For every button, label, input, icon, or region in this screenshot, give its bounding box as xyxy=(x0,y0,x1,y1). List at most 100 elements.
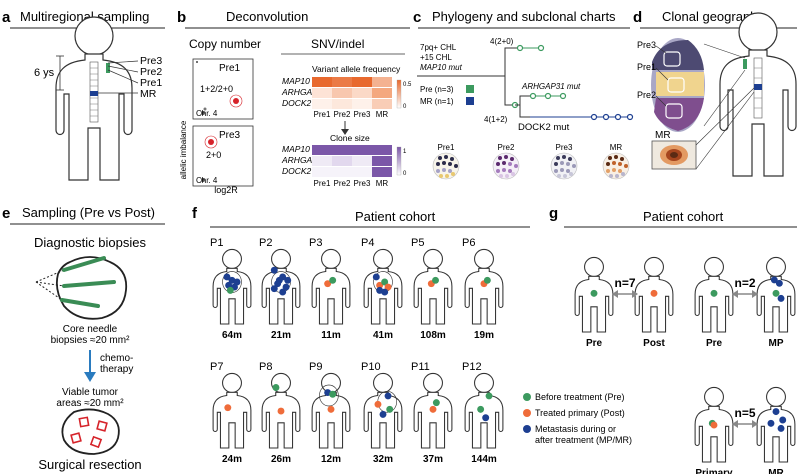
sample-dot xyxy=(432,399,440,407)
node-top: 4(2+0) xyxy=(490,37,514,46)
x-axis-label: log2R xyxy=(214,185,238,195)
follow-up-time: 37m xyxy=(423,454,443,465)
patient-id: P6 xyxy=(462,237,475,249)
sample-dot xyxy=(650,289,658,297)
legend-post-dot xyxy=(523,409,531,417)
vaf-gene-2: ARHGAP31 xyxy=(281,87,328,97)
sample-dot xyxy=(779,416,787,424)
sample-dot xyxy=(777,294,785,302)
sample-dot xyxy=(226,286,234,294)
chart-label-pre1: Pre1 xyxy=(438,143,455,152)
vaf-col-2: Pre2 xyxy=(334,110,351,119)
patient-id: P2 xyxy=(259,237,272,249)
patient-body xyxy=(413,372,453,449)
sample-dot xyxy=(327,405,335,413)
sample-dot xyxy=(270,266,278,274)
follow-up-time: 64m xyxy=(222,330,242,341)
panel-letter-b: b xyxy=(177,9,186,26)
comparison-label: MP xyxy=(769,338,784,349)
panel-letter-c: c xyxy=(413,9,421,26)
comparison-figure-pre: Pre xyxy=(694,256,734,349)
comparison-label: MR xyxy=(768,468,784,474)
subclonal-chart-pre2: Pre2 xyxy=(492,143,520,180)
cn-plot-pre1: Pre1 1+2/2+0 Chr. 4 xyxy=(192,58,254,120)
vaf-title: Variant allele frequency xyxy=(312,64,401,74)
sample-dot xyxy=(381,278,389,286)
sample-dot xyxy=(483,276,491,284)
legend-mr-swatch xyxy=(466,97,474,105)
clone-title: Clone size xyxy=(330,133,370,143)
patient-id: P9 xyxy=(309,361,322,373)
legend-pre-dot xyxy=(523,393,531,401)
panel-letter-e: e xyxy=(2,205,10,222)
resection-tumor xyxy=(61,408,120,455)
follow-up-time: 26m xyxy=(271,454,291,465)
clone-heatmap: Clone size MAP10 ARHGAP31 DOCK2 Pre1 Pre… xyxy=(281,133,407,188)
patient-id: P12 xyxy=(462,361,482,373)
cn-dot-red xyxy=(233,98,239,104)
cn-plot-pre1-state: 1+2/2+0 xyxy=(200,84,233,94)
vaf-gene-3: DOCK2 xyxy=(282,98,312,108)
y-axis-label: allelic imbalance xyxy=(179,120,188,179)
clone-scale-min: 0 xyxy=(403,171,407,177)
panel-b: b Deconvolution Copy number SNV/indel al… xyxy=(177,9,412,195)
follow-up-time: 32m xyxy=(373,454,393,465)
legend-mr: MR (n=1) xyxy=(420,97,454,106)
comparison-figure-mp: MP xyxy=(756,256,796,349)
comparison-label: Pre xyxy=(586,338,603,349)
sample-dot xyxy=(270,285,278,293)
viable-1: Viable tumor xyxy=(62,387,119,398)
patient-p4: P4 41m xyxy=(361,237,403,341)
cn-chr-1: Chr. 4 xyxy=(196,109,218,118)
root-line-1: 7pq+ CHL xyxy=(420,43,457,52)
patient-body-d xyxy=(719,12,797,177)
comparison-arrow-n2: n=2 xyxy=(732,276,758,298)
follow-up-time: 144m xyxy=(471,454,497,465)
comparison-label: Primary xyxy=(695,468,733,474)
patient-body xyxy=(261,372,301,449)
legend-f: Before treatment (Pre) Treated primary (… xyxy=(523,392,632,445)
geo-label-pre2: Pre2 xyxy=(637,90,656,100)
patient-id: P3 xyxy=(309,237,322,249)
clone-gene-2: ARHGAP31 xyxy=(281,155,328,165)
patient-body xyxy=(464,372,504,449)
patient-body xyxy=(363,248,403,325)
geo-label-pre1: Pre1 xyxy=(637,62,656,72)
comparison-arrow-n1: n=7 xyxy=(612,276,638,298)
sample-dot xyxy=(386,405,394,413)
sample-dot xyxy=(772,408,780,416)
core-needle-1: Core needle xyxy=(63,324,118,335)
follow-up-time: 12m xyxy=(321,454,341,465)
vaf-col-4: MR xyxy=(376,110,389,119)
patient-id: P4 xyxy=(361,237,374,249)
comparison-figure-primary: Primary xyxy=(694,386,734,474)
arhgap-mut: ARHGAP31 mut xyxy=(521,82,581,91)
panel-g-title: Patient cohort xyxy=(643,209,724,224)
sample-dot xyxy=(224,404,232,412)
sample-dot xyxy=(324,280,332,288)
vaf-col-1: Pre1 xyxy=(314,110,331,119)
panel-c: c Phylogeny and subclonal charts 7pq+ CH… xyxy=(413,9,634,180)
sample-dot xyxy=(279,288,287,296)
patient-p9: P9 12m xyxy=(309,361,351,465)
cn-plot-pre1-label: Pre1 xyxy=(219,63,241,74)
legend-before: Before treatment (Pre) xyxy=(535,392,625,402)
sample-dot xyxy=(477,405,485,413)
chart-label-pre3: Pre3 xyxy=(556,143,573,152)
sample-dot xyxy=(775,279,783,287)
sample-dot xyxy=(767,419,775,427)
follow-up-time: 41m xyxy=(373,330,393,341)
clone-col-4: MR xyxy=(376,179,389,188)
subclonal-chart-pre3: Pre3 xyxy=(550,143,578,180)
sample-dot xyxy=(384,392,392,400)
site-label-pre2: Pre2 xyxy=(140,66,162,78)
sample-dot xyxy=(272,384,280,391)
comparison-arrow-n3: n=5 xyxy=(732,406,758,428)
